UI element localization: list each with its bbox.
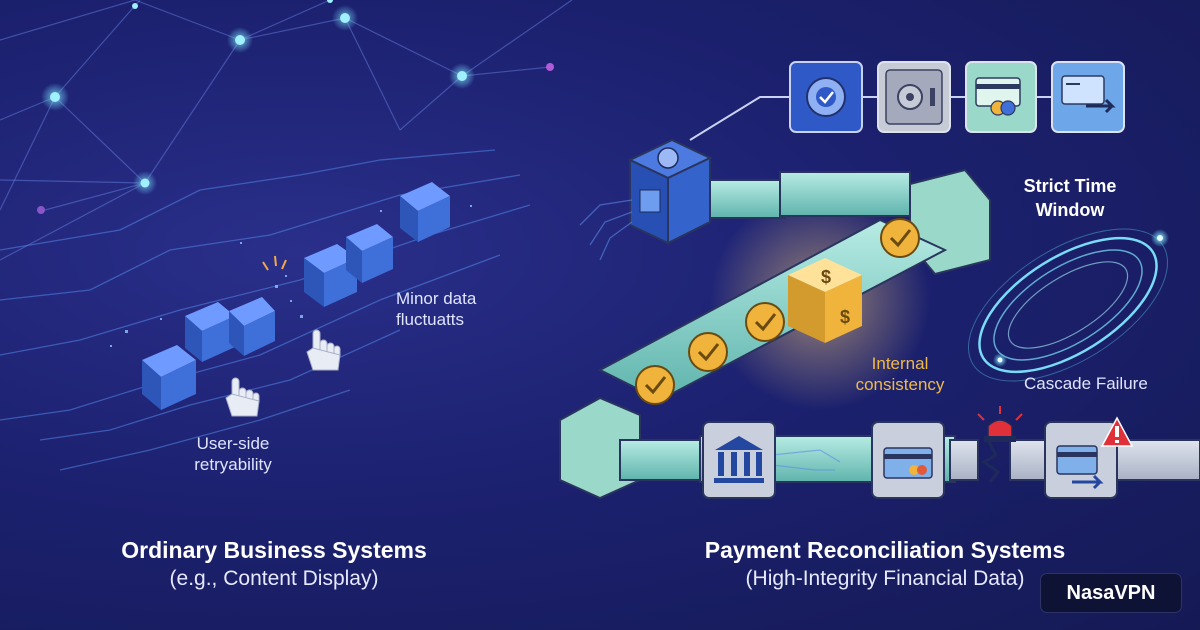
dollar-cube-icon: $ $: [788, 258, 862, 343]
hand-cursor-icon: [306, 329, 341, 371]
coin-icon: [880, 218, 920, 258]
label-user-retry: User-side retryability: [194, 434, 272, 474]
left-cubes: [110, 182, 472, 410]
siren-icon: [977, 406, 1023, 442]
crack-icon: [981, 439, 1001, 483]
label-strict-time-window: Strict Time Window: [1023, 176, 1117, 220]
card-transfer-icon: [1044, 421, 1118, 499]
label-internal-consistency: Internal consistency: [855, 354, 945, 394]
warning-icon: [1100, 416, 1134, 447]
cube-4: [304, 244, 357, 307]
cube-1: [142, 345, 196, 410]
label-cascade-failure: Cascade Failure: [1024, 374, 1148, 393]
bank-icon: [702, 421, 776, 499]
gear-cube-icon: [627, 138, 713, 245]
card-payment-icon: [965, 61, 1037, 133]
hand-cursor-icon: [225, 377, 260, 417]
card-transfer-icon: [1051, 61, 1125, 133]
right-panel-subtitle: (High-Integrity Financial Data): [745, 567, 1025, 590]
network-constellation: [0, 0, 573, 261]
top-connector: [689, 96, 1052, 141]
cube-6: [400, 182, 450, 242]
cube-3: [229, 297, 275, 356]
brand-badge: NasaVPN: [1040, 573, 1182, 613]
label-minor-data: Minor data fluctuatts: [396, 289, 477, 329]
coin-icon: [688, 332, 728, 372]
cube-5: [346, 224, 393, 283]
coin-icon: [745, 302, 785, 342]
spark-icon: [262, 255, 287, 271]
left-panel-subtitle: (e.g., Content Display): [169, 567, 379, 590]
left-panel-title: Ordinary Business Systems: [121, 537, 427, 563]
circuit-traces-right: [579, 199, 841, 471]
right-panel-title: Payment Reconciliation Systems: [704, 537, 1066, 563]
network-nodes: [37, 0, 554, 214]
svg-text:$: $: [821, 267, 831, 287]
cube-2: [185, 302, 235, 362]
coins: [635, 218, 920, 405]
time-window-rings: [967, 228, 1169, 382]
safe-vault-icon: [877, 61, 951, 133]
coin-icon: [635, 365, 675, 405]
credit-card-icon: [871, 421, 945, 499]
gear-check-icon: [789, 61, 863, 133]
svg-text:$: $: [840, 307, 850, 327]
